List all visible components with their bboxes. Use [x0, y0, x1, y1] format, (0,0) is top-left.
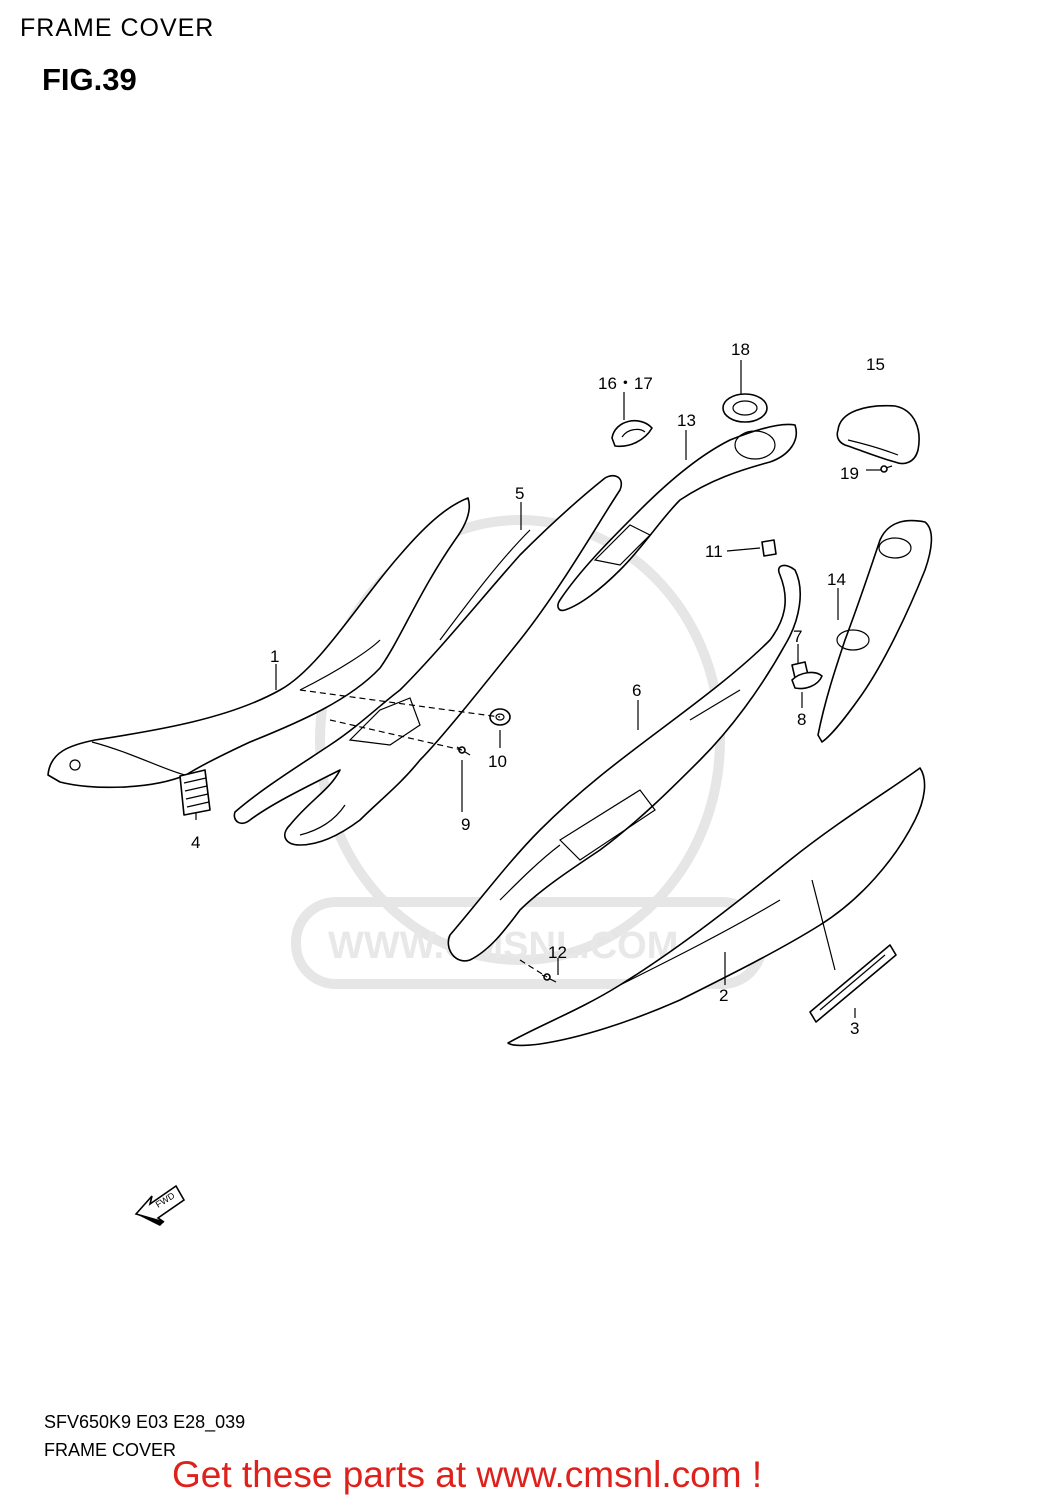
- figure-number: FIG.39: [42, 62, 137, 97]
- page-header-title: FRAME COVER: [20, 14, 215, 42]
- callout-13: 13: [677, 411, 696, 430]
- diagram-code: SFV650K9 E03 E28_039: [44, 1412, 246, 1432]
- callout-5: 5: [515, 484, 524, 503]
- assembly-line-9: [329, 719, 463, 751]
- part-3-emblem[interactable]: [809, 944, 897, 1023]
- callout-4: 4: [191, 833, 200, 852]
- callout-8: 8: [797, 710, 806, 729]
- part-13-upper-rear-rail[interactable]: [557, 423, 797, 612]
- assembly-line-12: [519, 959, 548, 978]
- callout-7: 7: [793, 627, 802, 646]
- part-1-left-frame-cover[interactable]: [47, 497, 471, 789]
- part-18-grommet[interactable]: [722, 393, 768, 423]
- callout-10: 10: [488, 752, 507, 771]
- callout-6: 6: [632, 681, 641, 700]
- callout-1: 1: [270, 647, 279, 666]
- callout-12: 12: [548, 943, 567, 962]
- part-14-right-rear-rail[interactable]: [817, 519, 933, 743]
- part-5-inner-frame[interactable]: [233, 474, 623, 846]
- callout-3: 3: [850, 1019, 859, 1038]
- callout-19: 19: [840, 464, 859, 483]
- part-15-rear-cover[interactable]: [836, 404, 920, 465]
- callout-15: 15: [866, 355, 885, 374]
- callout-14: 14: [827, 570, 846, 589]
- part-8-clip[interactable]: [791, 671, 823, 690]
- promo-link[interactable]: Get these parts at www.cmsnl.com !: [172, 1454, 763, 1495]
- part-16-17-cap[interactable]: [611, 419, 653, 448]
- callout-16-17: 16・17: [598, 374, 653, 393]
- callout-11: 11: [705, 542, 723, 561]
- assembly-line-10: [299, 689, 501, 718]
- part-19-screw[interactable]: [879, 465, 893, 473]
- callout-2: 2: [719, 986, 728, 1005]
- part-6-right-inner-frame[interactable]: [447, 564, 801, 962]
- callout-9: 9: [461, 815, 470, 834]
- footer-title: FRAME COVER: [44, 1440, 177, 1460]
- fwd-arrow-icon: FWD: [134, 1184, 186, 1226]
- callout-18: 18: [731, 340, 750, 359]
- part-4-grille[interactable]: [179, 769, 211, 816]
- part-9-screw[interactable]: [456, 746, 471, 756]
- part-11-push-rivet[interactable]: [761, 539, 777, 557]
- part-2-side-cover[interactable]: [507, 767, 926, 1047]
